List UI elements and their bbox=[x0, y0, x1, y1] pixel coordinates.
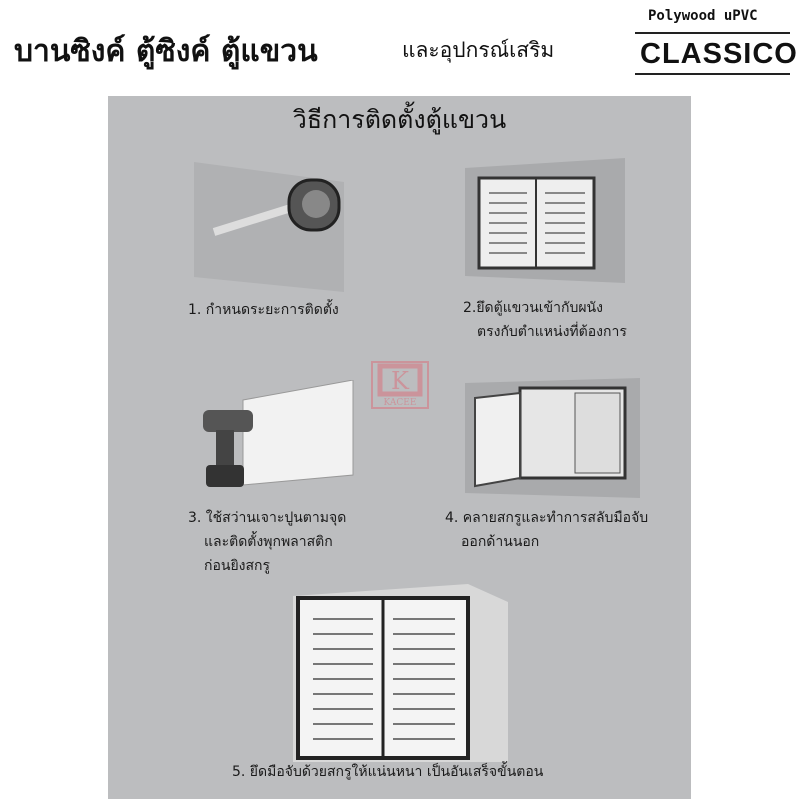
caption-line: 3. ใช้สว่านเจาะปูนตามจุด bbox=[188, 510, 347, 526]
step-2-caption: 2.ยึดตู้แขวนเข้ากับผนัง ตรงกับตำแหน่งที่… bbox=[463, 296, 627, 344]
open-cabinet-icon bbox=[465, 378, 640, 498]
caption-line: 4. คลายสกรูและทำการสลับมือจับ bbox=[445, 510, 649, 526]
caption-line: และติดตั้งพุกพลาสติก bbox=[204, 534, 333, 550]
caption-line: 1. กำหนดระยะการติดตั้ง bbox=[188, 302, 339, 318]
step-1-caption: 1. กำหนดระยะการติดตั้ง bbox=[188, 298, 339, 322]
caption-line: 5. ยึดมือจับด้วยสกรูให้แน่นหนา เป็นอันเส… bbox=[232, 764, 544, 780]
brand-tagline: Polywood uPVC bbox=[648, 8, 758, 24]
caption-line: ตรงกับตำแหน่งที่ต้องการ bbox=[477, 324, 627, 340]
drill-icon bbox=[203, 380, 354, 487]
panel-title: วิธีการติดตั้งตู้แขวน bbox=[292, 105, 507, 134]
step-5-caption: 5. ยึดมือจับด้วยสกรูให้แน่นหนา เป็นอันเส… bbox=[232, 760, 543, 784]
caption-line: ก่อนยิงสกรู bbox=[204, 558, 271, 574]
wall-cabinet-icon bbox=[465, 158, 625, 283]
divider bbox=[635, 32, 790, 34]
tape-measure-icon bbox=[194, 162, 344, 292]
caption-line: ออกด้านนอก bbox=[461, 534, 540, 550]
step-3-caption: 3. ใช้สว่านเจาะปูนตามจุด และติดตั้งพุกพล… bbox=[188, 506, 346, 578]
caption-line: 2.ยึดตู้แขวนเข้ากับผนัง bbox=[463, 300, 603, 316]
instruction-panel: วิธีการติดตั้งตู้แขวน 1. กำหนดระยะการติด… bbox=[108, 96, 691, 799]
kacee-watermark-logo: K KACEE bbox=[371, 361, 429, 409]
brand-name: CLASSICO bbox=[640, 38, 798, 70]
step-4-caption: 4. คลายสกรูและทำการสลับมือจับ ออกด้านนอก bbox=[445, 506, 648, 554]
svg-text:KACEE: KACEE bbox=[384, 398, 417, 408]
svg-text:K: K bbox=[391, 367, 410, 395]
finished-cabinet-icon bbox=[293, 584, 508, 762]
header-subtitle: และอุปกรณ์เสริม bbox=[402, 38, 555, 62]
header-title: บานซิงค์ ตู้ซิงค์ ตู้แขวน bbox=[14, 34, 318, 69]
divider bbox=[635, 73, 790, 75]
